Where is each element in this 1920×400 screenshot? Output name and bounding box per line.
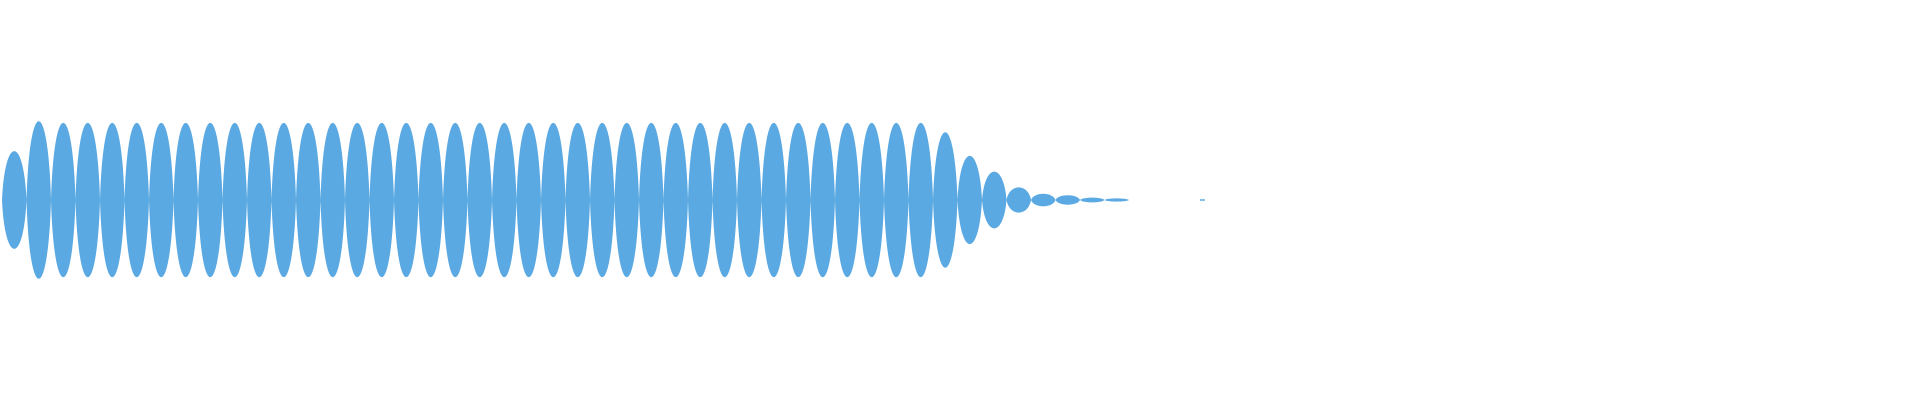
waveform-lobe [541,122,566,278]
waveform-lobe [492,122,517,278]
waveform-lobe [247,122,272,278]
waveform-lobe [712,122,737,278]
waveform-lobe [100,122,125,278]
waveform-lobe [982,171,1007,229]
waveform-lobe [835,122,860,278]
waveform-lobe [26,121,51,279]
waveform-lobe [149,122,174,278]
waveform-lobe [761,122,786,278]
waveform-lobe [271,122,296,278]
waveform-lobe [320,122,345,278]
waveform-lobe [565,122,590,278]
waveform-lobe [1031,193,1056,207]
waveform-lobe [1055,195,1080,205]
waveform-lobe [688,122,713,278]
waveform-lobe [516,122,541,278]
waveform-lobe [810,122,835,278]
waveform-lobe [467,122,492,278]
waveform-lobe [345,122,370,278]
waveform-lobe [957,155,982,245]
waveform-lobe [1006,187,1031,213]
waveform-lobe [369,122,394,278]
waveform-lobe [394,122,419,278]
waveform-lobe [859,122,884,278]
waveform-lobe [75,122,100,278]
waveform-lobe [737,122,762,278]
waveform-lobe [418,122,443,278]
waveform-lobe [786,122,811,278]
waveform-lobes [2,121,1129,279]
waveform-lobe [222,122,247,278]
waveform-lobe [1080,197,1105,203]
waveform-lobe [884,122,909,278]
waveform-lobe [1104,198,1129,202]
waveform-lobe [614,122,639,278]
waveform-lobe [639,122,664,278]
waveform-lobe [124,122,149,278]
waveform-lobe [2,151,27,249]
waveform-lobe [590,122,615,278]
waveform-lobe [908,122,933,278]
waveform-lobe [198,122,223,278]
waveform-lobe [443,122,468,278]
waveform-lobe [296,122,321,278]
waveform-lobe [51,122,76,278]
waveform-lobe [663,122,688,278]
waveform-lobe [173,122,198,278]
waveform-lobe [933,132,958,268]
